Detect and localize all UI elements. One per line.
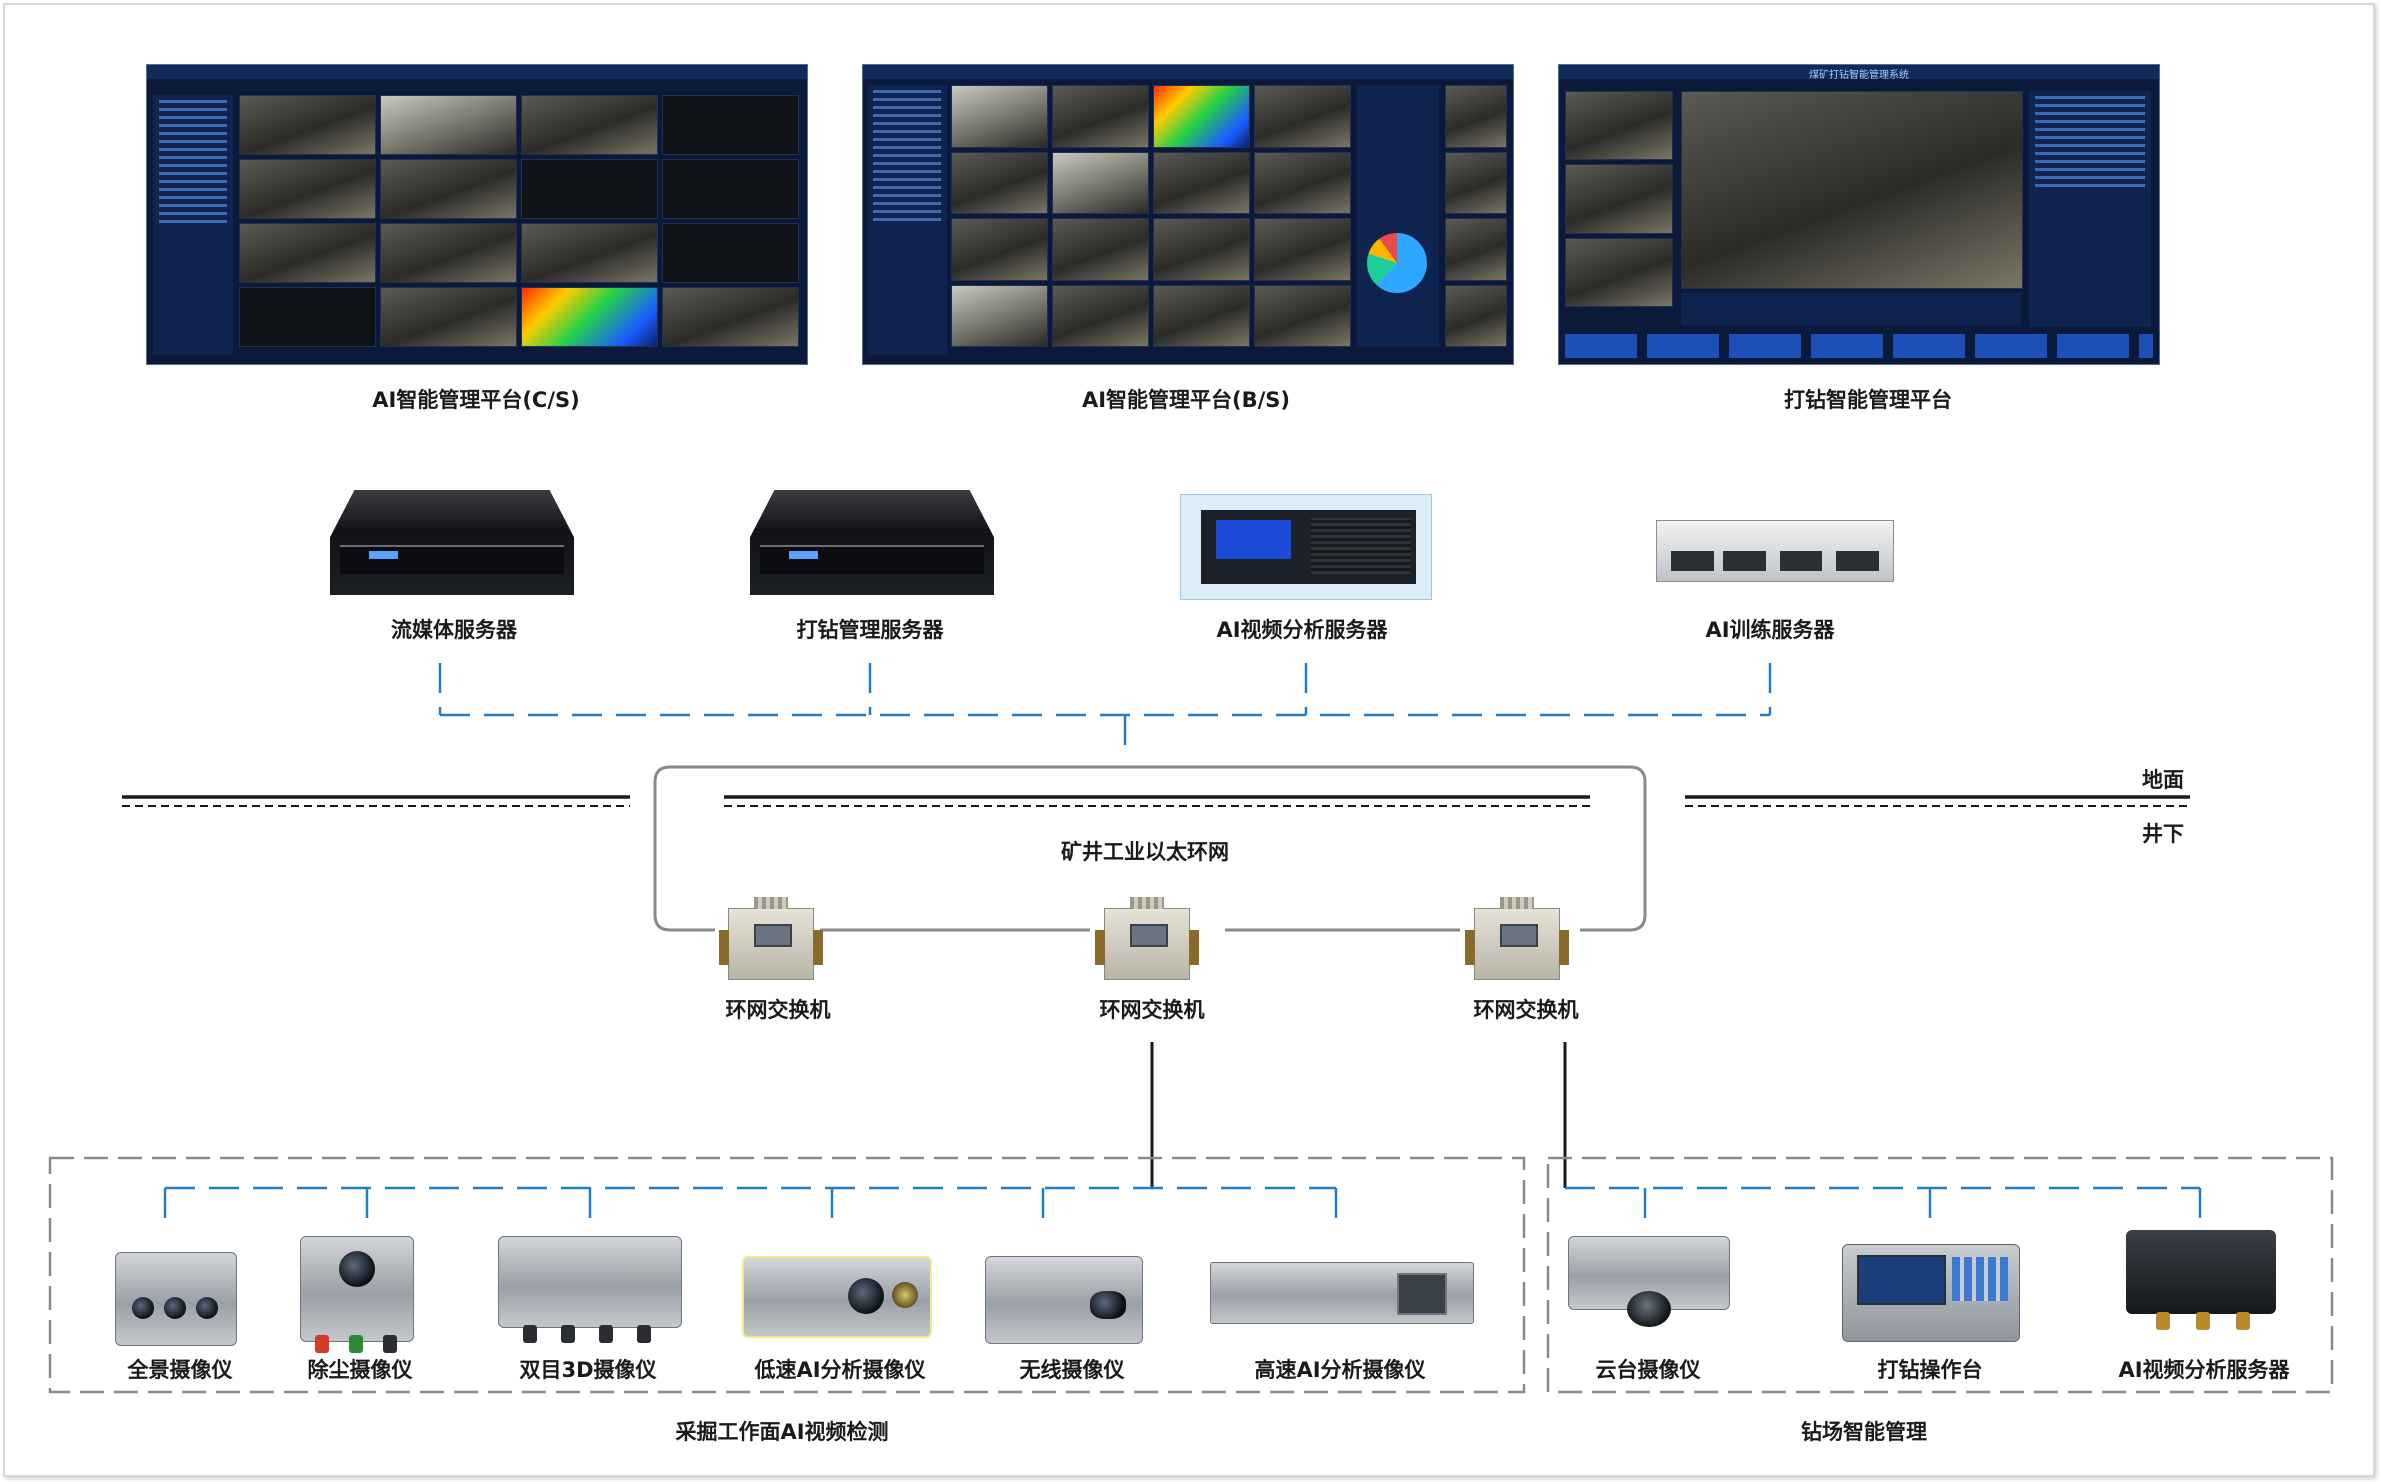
drill-button-bar xyxy=(1565,334,2153,358)
ring-switch-label-2: 环网交换机 xyxy=(1099,998,1205,1022)
bs-title-bar xyxy=(863,65,1513,79)
ring-switch-label-3: 环网交换机 xyxy=(1473,998,1579,1022)
cs-title-bar xyxy=(147,65,807,79)
drill-main-video xyxy=(1681,91,2023,289)
streaming-server-icon xyxy=(330,490,574,595)
server-label-4: AI训练服务器 xyxy=(1705,618,1835,642)
mining-device-label-1: 全景摄像仪 xyxy=(127,1358,233,1382)
drill-title-bar xyxy=(1559,65,2159,79)
cs-device-tree xyxy=(153,95,233,355)
drill-console-icon xyxy=(1842,1244,2020,1342)
surface-divider xyxy=(122,795,2190,807)
mining-device-label-2: 除尘摄像仪 xyxy=(307,1358,413,1382)
diagram-frame xyxy=(3,3,2375,1477)
drill-side-videos xyxy=(1565,91,1673,307)
bs-device-tree xyxy=(867,85,947,355)
bs-video-grid xyxy=(951,85,1351,347)
ethernet-ring-label: 矿井工业以太环网 xyxy=(1061,840,1229,864)
drill-site-group-label: 钻场智能管理 xyxy=(1801,1420,1927,1444)
ring-switch-icon-3 xyxy=(1465,897,1569,980)
ai-video-analysis-server-icon xyxy=(1180,494,1432,600)
drill-device-label-2: 打钻操作台 xyxy=(1877,1358,1983,1382)
cs-platform-screenshot xyxy=(146,64,808,365)
bs-stats-panel xyxy=(1357,85,1439,347)
server-label-3: AI视频分析服务器 xyxy=(1216,618,1388,642)
mining-device-label-3: 双目3D摄像仪 xyxy=(519,1358,657,1382)
cs-platform-label: AI智能管理平台(C/S) xyxy=(372,388,580,412)
server-label-1: 流媒体服务器 xyxy=(391,618,517,642)
drill-site-group-box xyxy=(1546,1156,2334,1394)
drill-control-panel xyxy=(2029,91,2151,327)
ai-training-server-icon xyxy=(1656,520,1894,582)
bs-alarm-snapshots xyxy=(1445,85,1507,347)
server-bus xyxy=(438,663,1772,752)
panoramic-camera-icon xyxy=(115,1252,237,1346)
pie-chart-icon xyxy=(1367,233,1427,293)
high-speed-ai-camera-icon xyxy=(1210,1262,1474,1324)
drill-platform-label: 打钻智能管理平台 xyxy=(1784,388,1952,412)
mining-face-group-box xyxy=(48,1156,1526,1394)
underground-label: 井下 xyxy=(2142,822,2184,846)
wireless-camera-icon xyxy=(985,1256,1143,1344)
mining-device-label-5: 无线摄像仪 xyxy=(1019,1358,1125,1382)
low-speed-ai-camera-icon xyxy=(742,1256,932,1338)
drill-device-label-1: 云台摄像仪 xyxy=(1595,1358,1701,1382)
drill-device-label-3: AI视频分析服务器 xyxy=(2118,1358,2290,1382)
drill-window-title: 煤矿打钻智能管理系统 xyxy=(1809,70,1909,81)
surface-label: 地面 xyxy=(2142,768,2184,792)
ethernet-ring xyxy=(653,765,1647,932)
ptz-camera-icon xyxy=(1568,1236,1730,1327)
cs-video-grid xyxy=(239,95,799,347)
drill-site-bus xyxy=(1565,1186,2202,1222)
mining-face-bus xyxy=(163,1186,1338,1222)
mining-device-label-6: 高速AI分析摄像仪 xyxy=(1254,1358,1426,1382)
drill-management-server-icon xyxy=(750,490,994,595)
bs-platform-screenshot xyxy=(862,64,1514,365)
mining-face-group-label: 采掘工作面AI视频检测 xyxy=(675,1420,889,1444)
bs-platform-label: AI智能管理平台(B/S) xyxy=(1081,388,1291,412)
drill-platform-screenshot: 煤矿打钻智能管理系统 xyxy=(1558,64,2160,365)
dust-removal-camera-icon xyxy=(300,1236,414,1353)
drill-status-panel xyxy=(1681,293,2021,325)
mining-device-label-4: 低速AI分析摄像仪 xyxy=(754,1358,926,1382)
server-label-2: 打钻管理服务器 xyxy=(796,618,944,642)
ring-switch-label-1: 环网交换机 xyxy=(725,998,831,1022)
drill-ai-server-icon xyxy=(2126,1230,2276,1330)
ring-switch-icon-2 xyxy=(1095,897,1199,980)
ring-switch-icon-1 xyxy=(719,897,823,980)
binocular-3d-camera-icon xyxy=(498,1236,682,1343)
